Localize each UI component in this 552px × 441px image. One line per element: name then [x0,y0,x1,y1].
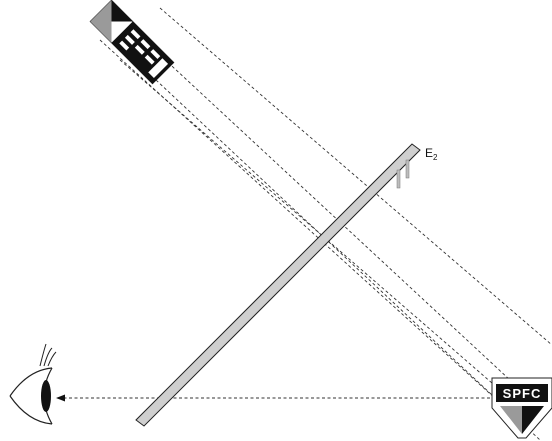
ray-bottom-1 [119,59,501,391]
eye-icon [9,343,57,425]
ray-left [139,64,541,441]
ray-top-1 [159,7,552,346]
mirror-support-1 [396,169,401,189]
sight-line [56,394,490,402]
ray-bottom-2 [99,39,531,431]
light-rays [99,7,552,441]
mirror-e2: E2 [135,143,438,427]
reflected-logo [89,0,175,85]
object-logo: SPFC [491,377,552,439]
mirror-support-2 [405,159,410,179]
mirror-label: E2 [425,146,438,162]
mirror-body [135,143,421,427]
object-logo-text: SPFC [503,386,542,401]
arrowhead [56,394,65,402]
ray-top-2 [159,54,511,381]
